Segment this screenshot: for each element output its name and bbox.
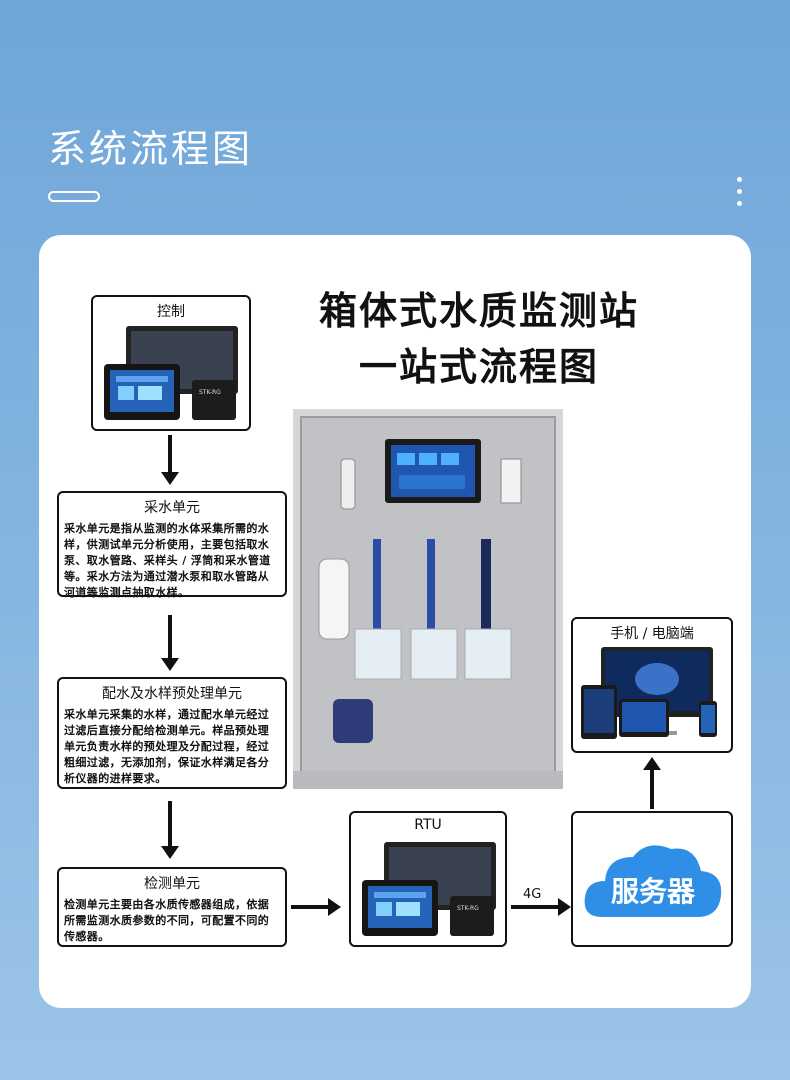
sampling-node-text: 采水单元是指从监测的水体采集所需的水样，供测试单元分析使用，主要包括取水泵、取水… (64, 522, 271, 599)
diagram-title-line2: 一站式流程图 (358, 345, 599, 389)
terminal-node: 手机 / 电脑端 (571, 617, 733, 753)
sampling-node-title: 采水单元 (144, 500, 200, 516)
page-title: 系统流程图 (48, 127, 254, 171)
pretreatment-node: 配水及水样预处理单元 采水单元采集的水样，通过配水单元经过过滤后直接分配给检测单… (57, 677, 287, 789)
rtu-node-title: RTU (414, 817, 442, 833)
control-node: 控制 STK-RG (91, 295, 251, 431)
edge-label-4g: 4G (523, 887, 542, 902)
pretreatment-node-text: 采水单元采集的水样，通过配水单元经过过滤后直接分配给检测单元。样品预处理单元负责… (64, 708, 270, 785)
server-node: 服务器 (571, 811, 733, 947)
diagram-title: 箱体式水质监测站 一站式流程图 (289, 283, 669, 395)
arrow-control-to-sampling (161, 435, 179, 485)
diagram-title-line1: 箱体式水质监测站 (318, 289, 639, 333)
rtu-module-label: STK-RG (457, 905, 479, 912)
control-node-title: 控制 (157, 304, 185, 320)
sampling-node: 采水单元 采水单元是指从监测的水体采集所需的水样，供测试单元分析使用，主要包括取… (57, 491, 287, 599)
monitoring-cabinet-image (293, 409, 563, 789)
rtu-device-image: STK-RG (362, 842, 496, 936)
title-underline (48, 191, 100, 202)
rtu-node: RTU STK-RG (349, 811, 507, 947)
control-module-label: STK-RG (199, 389, 221, 396)
control-device-image: STK-RG (104, 326, 238, 420)
detection-node-text: 检测单元主要由各水质传感器组成，依据所需监测水质参数的不同，可配置不同的传感器。 (64, 898, 270, 943)
arrow-rtu-to-server (511, 898, 571, 916)
pretreatment-node-title: 配水及水样预处理单元 (102, 686, 242, 702)
arrow-detection-to-rtu (291, 898, 341, 916)
detection-node: 检测单元 检测单元主要由各水质传感器组成，依据所需监测水质参数的不同，可配置不同… (57, 867, 287, 947)
detection-node-title: 检测单元 (144, 876, 200, 892)
terminal-node-title: 手机 / 电脑端 (610, 626, 694, 642)
terminal-devices-image (581, 647, 717, 739)
server-node-title: 服务器 (611, 875, 696, 908)
arrow-server-to-terminal (643, 757, 661, 809)
cloud-icon: 服务器 (584, 845, 722, 917)
arrow-sampling-to-pretreatment (161, 615, 179, 671)
arrow-pretreatment-to-detection (161, 801, 179, 859)
diagram-card: 箱体式水质监测站 一站式流程图 控制 STK-RG 采水单元 采水单元是指从监测… (39, 235, 751, 1008)
more-dots-icon[interactable] (737, 177, 745, 213)
